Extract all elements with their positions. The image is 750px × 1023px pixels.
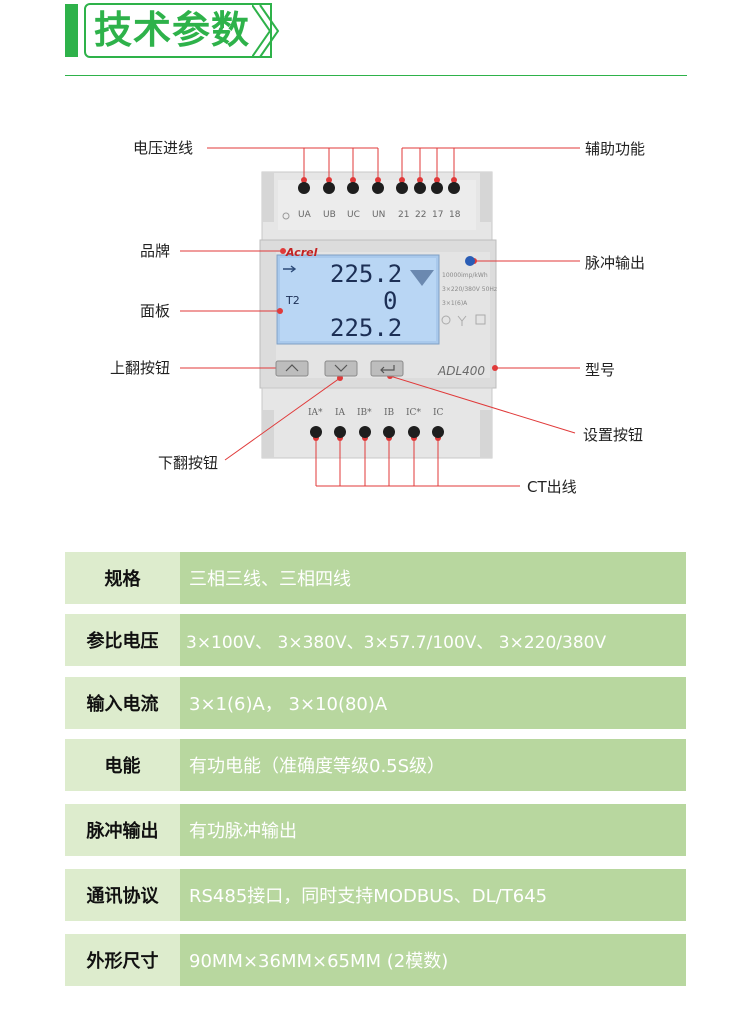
brand-logo: Acrel xyxy=(286,246,318,259)
info-text: 3×1(6)A xyxy=(442,300,468,307)
callout-brand: 品牌 xyxy=(140,242,171,260)
spec-key: 脉冲输出 xyxy=(65,804,180,856)
section-title: 技术参数 xyxy=(84,3,272,58)
spec-value: 3×1(6)A， 3×10(80)A xyxy=(180,677,686,729)
terminal-label: IA* xyxy=(308,408,323,418)
spec-row: 脉冲输出 有功脉冲输出 xyxy=(65,804,686,856)
terminal-label: UN xyxy=(372,210,386,220)
spec-value: RS485接口，同时支持MODBUS、DL/T645 xyxy=(180,869,686,921)
spec-row: 规格 三相三线、三相四线 xyxy=(65,552,686,604)
callout-ct: CT出线 xyxy=(527,478,577,496)
terminal-label: 21 xyxy=(398,210,410,220)
spec-value: 有功脉冲输出 xyxy=(180,804,686,856)
lcd-row-2: 0 xyxy=(383,287,398,315)
spec-row: 输入电流 3×1(6)A， 3×10(80)A xyxy=(65,677,686,729)
lcd-row-1: 225.2 xyxy=(330,260,403,288)
terminal-label: IB xyxy=(384,408,395,418)
meter-illustration xyxy=(180,147,580,487)
spec-key: 外形尺寸 xyxy=(65,934,180,986)
terminal-label: UC xyxy=(347,210,360,220)
spec-key: 参比电压 xyxy=(65,614,180,666)
callout-aux: 辅助功能 xyxy=(585,140,646,158)
spec-value: 3×100V、 3×380V、3×57.7/100V、 3×220/380V xyxy=(180,614,686,666)
callout-panel: 面板 xyxy=(140,302,171,320)
terminal-label: 22 xyxy=(415,210,427,220)
terminal-label: IC* xyxy=(406,408,421,418)
terminal-label: UB xyxy=(323,210,336,220)
spec-row: 电能 有功电能（准确度等级0.5S级） xyxy=(65,739,686,791)
terminal-label: IC xyxy=(433,408,444,418)
terminal-label: 18 xyxy=(449,210,461,220)
callout-down-button: 下翻按钮 xyxy=(158,454,219,472)
lcd-tariff: T2 xyxy=(286,294,300,307)
spec-value: 90MM×36MM×65MM (2模数) xyxy=(180,934,686,986)
callout-voltage-in: 电压进线 xyxy=(133,139,194,157)
info-text: 10000imp/kWh xyxy=(442,272,488,279)
terminal-label: IB* xyxy=(357,408,372,418)
model-label: ADL400 xyxy=(438,364,486,378)
lcd-row-3: 225.2 xyxy=(330,314,403,342)
spec-value: 有功电能（准确度等级0.5S级） xyxy=(180,739,686,791)
spec-row: 参比电压 3×100V、 3×380V、3×57.7/100V、 3×220/3… xyxy=(65,614,686,666)
header-accent-bar xyxy=(65,4,78,57)
header-divider xyxy=(65,75,687,76)
spec-key: 规格 xyxy=(65,552,180,604)
info-text: 3×220/380V 50Hz xyxy=(442,286,498,293)
callout-model: 型号 xyxy=(585,361,616,379)
spec-row: 外形尺寸 90MM×36MM×65MM (2模数) xyxy=(65,934,686,986)
spec-key: 电能 xyxy=(65,739,180,791)
callout-up-button: 上翻按钮 xyxy=(110,359,171,377)
callout-set-button: 设置按钮 xyxy=(583,426,644,444)
chevron-right-icon xyxy=(252,4,280,58)
spec-row: 通讯协议 RS485接口，同时支持MODBUS、DL/T645 xyxy=(65,869,686,921)
spec-key: 输入电流 xyxy=(65,677,180,729)
spec-value: 三相三线、三相四线 xyxy=(180,552,686,604)
terminal-label: IA xyxy=(335,408,346,418)
spec-key: 通讯协议 xyxy=(65,869,180,921)
callout-pulse: 脉冲输出 xyxy=(585,254,646,272)
terminal-label: 17 xyxy=(432,210,444,220)
terminal-label: UA xyxy=(298,210,311,220)
device-diagram: UA UB UC UN 21 22 17 18 IA* IA IB* IB IC… xyxy=(0,120,750,510)
